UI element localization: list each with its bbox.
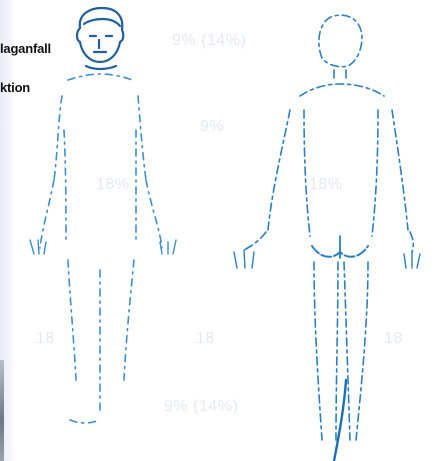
back-body-figure: [234, 15, 420, 461]
front-body-figure: [30, 8, 176, 423]
front-head-icon: [77, 8, 123, 69]
